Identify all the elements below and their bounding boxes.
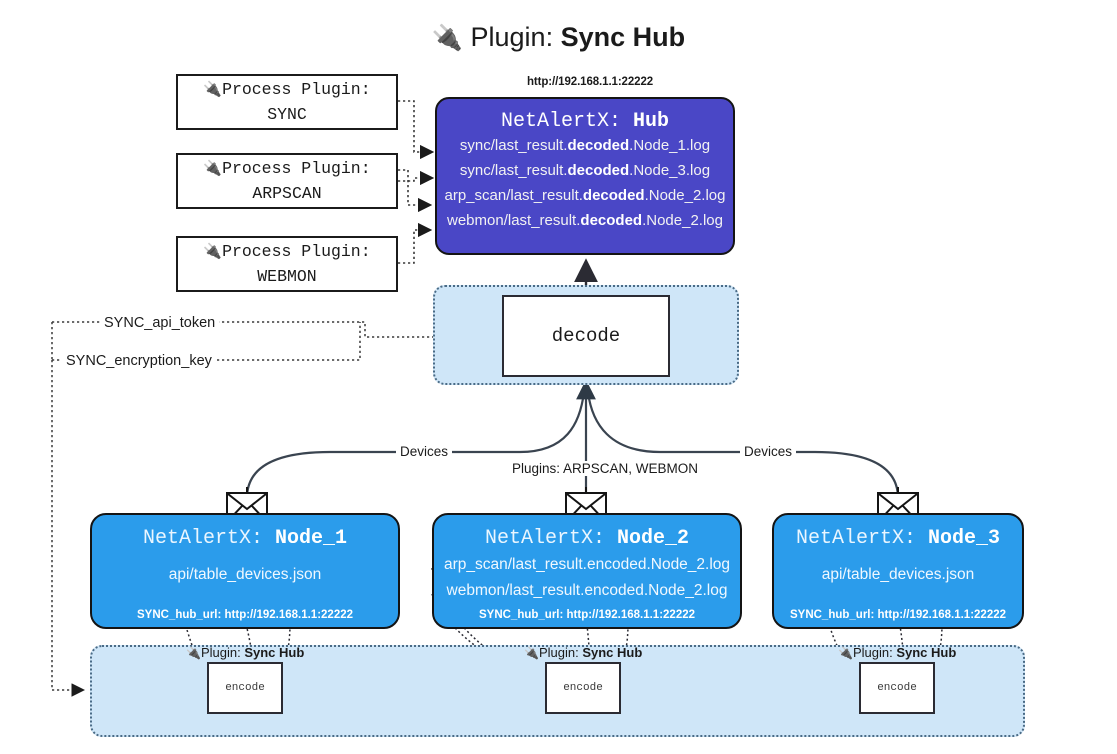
node-box-node-1[interactable]: NetAlertX: Node_1 api/table_devices.json… [90,513,400,629]
node-box-node-2[interactable]: NetAlertX: Node_2 arp_scan/last_result.e… [432,513,742,629]
encode-box-2[interactable]: encode [545,662,621,714]
node-2-lines: arp_scan/last_result.encoded.Node_2.log … [434,552,740,604]
node-1-hub-url: SYNC_hub_url: http://192.168.1.1:22222 [136,609,354,621]
process-plugin-sync-line2: SYNC [267,105,307,124]
decode-box[interactable]: decode [502,295,670,377]
process-plugin-box-sync[interactable]: 🔌Process Plugin: SYNC [176,74,398,130]
plug-icon: 🔌 [186,646,201,660]
plug-icon: 🔌 [203,242,223,260]
hub-log-1: sync/last_result.decoded.Node_1.log [459,137,711,154]
plug-icon: 🔌 [524,646,539,660]
hub-log-3: arp_scan/last_result.decoded.Node_2.log [444,187,726,204]
node-1-lines: api/table_devices.json [92,562,398,588]
process-plugin-webmon-line1: 🔌Process Plugin: [203,242,371,261]
edge-label-devices-right: Devices [740,444,797,459]
process-plugin-box-arpscan[interactable]: 🔌Process Plugin: ARPSCAN [176,153,398,209]
process-plugin-webmon-line2: WEBMON [257,267,317,286]
node-3-lines: api/table_devices.json [774,562,1022,588]
node-3-line-1: api/table_devices.json [821,566,975,583]
process-plugin-arpscan-line1: 🔌Process Plugin: [203,159,371,178]
plug-icon: 🔌 [203,80,223,98]
page-title-name: Sync Hub [560,22,686,52]
plug-icon: 🔌 [203,159,223,177]
plug-icon: 🔌 [431,24,463,52]
process-plugin-arpscan-line2: ARPSCAN [252,184,322,203]
hub-log-4: webmon/last_result.decoded.Node_2.log [447,212,723,229]
page-title: 🔌 Plugin: Sync Hub [0,14,1117,61]
node-1-title: NetAlertX: Node_1 [142,527,348,550]
node-2-title: NetAlertX: Node_2 [484,527,690,550]
hub-log-2: sync/last_result.decoded.Node_3.log [459,162,711,179]
process-plugin-sync-line1: 🔌Process Plugin: [203,80,371,99]
edge-label-devices-left: Devices [396,444,453,459]
plug-icon: 🔌 [838,646,853,660]
encode-plugin-label-1: 🔌Plugin: Sync Hub [186,645,305,660]
process-plugin-box-webmon[interactable]: 🔌Process Plugin: WEBMON [176,236,398,292]
sync-encryption-key-label: SYNC_encryption_key [62,353,216,369]
page-title-label: Plugin: [470,22,554,52]
encode-plugin-label-2: 🔌Plugin: Sync Hub [524,645,643,660]
node-2-hub-url: SYNC_hub_url: http://192.168.1.1:22222 [478,609,696,621]
node-2-line-2: webmon/last_result.encoded.Node_2.log [446,582,728,599]
edge-label-plugins-middle: Plugins: ARPSCAN, WEBMON [508,461,703,476]
encode-box-3[interactable]: encode [859,662,935,714]
hub-url-label: http://192.168.1.1:22222 [526,76,654,88]
encode-plugin-label-3: 🔌Plugin: Sync Hub [838,645,957,660]
sync-api-token-label: SYNC_api_token [100,315,220,331]
node-2-line-1: arp_scan/last_result.encoded.Node_2.log [443,556,731,573]
encode-box-1[interactable]: encode [207,662,283,714]
hub-node[interactable]: NetAlertX: Hub sync/last_result.decoded.… [435,97,735,255]
hub-title: NetAlertX: Hub [500,110,670,133]
node-3-hub-url: SYNC_hub_url: http://192.168.1.1:22222 [789,609,1007,621]
node-1-line-1: api/table_devices.json [168,566,322,583]
node-box-node-3[interactable]: NetAlertX: Node_3 api/table_devices.json… [772,513,1024,629]
node-3-title: NetAlertX: Node_3 [795,527,1001,550]
